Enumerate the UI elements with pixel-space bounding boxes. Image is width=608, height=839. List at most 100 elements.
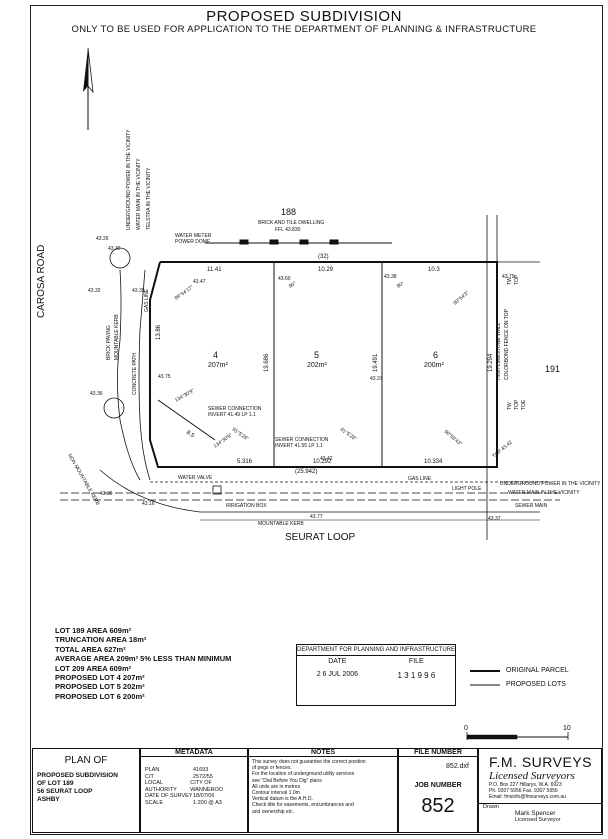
spot-height: 43.38 — [384, 274, 397, 280]
metadata-key: SCALE — [145, 799, 164, 806]
job-number-value: 852 — [421, 795, 455, 817]
notes-heading: NOTES — [249, 749, 397, 757]
titleblock-notes: NOTES This survey does not guarantee the… — [248, 748, 398, 833]
area-note-line: LOT 209 AREA 609m² — [55, 663, 132, 673]
legend-proposed-label: PROPOSED LOTS — [506, 681, 566, 688]
bearing-5: 134°30'9" — [174, 388, 196, 404]
carosa-road-lines — [103, 247, 151, 481]
top-label: TOP — [514, 274, 520, 285]
dim-side-3: 19.294 — [488, 353, 494, 372]
dim-top-3: 10.3 — [428, 267, 440, 273]
metadata-value: CITY OF WANNEROO — [190, 780, 224, 793]
area-note-line: TRUNCATION AREA 18m² — [55, 635, 147, 645]
tw-label: TW — [507, 277, 513, 285]
scale-start-label: 0 — [464, 725, 468, 732]
dim-diag: 8.5 — [185, 430, 196, 440]
drawing-subtitle: ONLY TO BE USED FOR APPLICATION TO THE D… — [71, 24, 537, 35]
metadata-heading: METADATA — [141, 749, 247, 757]
metadata-key: DATE OF SURVEY — [145, 793, 193, 799]
gas-line-south-label: GAS LINE — [408, 476, 432, 482]
dim-bottom-3: 10.334 — [424, 459, 443, 465]
spot-height: 43.47 — [193, 279, 206, 285]
bearing-4: 90°54'3" — [452, 290, 470, 307]
lot-north-note: BRICK AND TILE DWELLING — [258, 220, 324, 226]
area-note-line: LOT 189 AREA 609m² — [55, 626, 132, 635]
company-name: F.M. SURVEYS — [489, 754, 592, 770]
notes-line: see "Dial Before You Dig" plans — [252, 777, 322, 784]
sewer-connection-2b: INVERT 41.55 LP 1.1 — [275, 443, 323, 449]
dim-side-1: 19.686 — [264, 353, 270, 372]
dim-top-2: 10.29 — [318, 267, 334, 273]
road-west-label: CAROSA ROAD — [36, 245, 47, 318]
light-pole-label: LIGHT POLE — [452, 486, 482, 492]
lot-north-number: 188 — [281, 207, 296, 217]
underground-power-north-label: UNDERGROUND POWER IN THE VICINITY — [126, 129, 132, 230]
lot-4-area: 207m² — [208, 362, 229, 369]
water-main-east-label: WATER MAIN IN THE VICINITY — [508, 490, 580, 496]
spot-height: 43.79 — [502, 274, 515, 280]
approval-stamp: DEPARTMENT FOR PLANNING AND INFRASTRUCTU… — [296, 644, 456, 706]
north-arrow-icon — [83, 47, 94, 130]
plan-of-line: PROPOSED SUBDIVISION — [37, 772, 118, 779]
area-note-line: TOTAL AREA 627m² — [55, 644, 126, 654]
spot-height: 43.32 — [88, 288, 101, 294]
telstra-north-label: TELSTRA IN THE VICINITY — [146, 167, 152, 230]
spot-height: 43.16 — [142, 501, 155, 507]
irrigation-box-label: IRRIGATION BOX — [226, 503, 267, 509]
brick-paving-label: BRICK PAVING — [106, 325, 112, 360]
area-note-line: PROPOSED LOT 5 202m² — [55, 682, 145, 692]
scale-bar — [466, 732, 569, 740]
area-note-line: PROPOSED LOT 6 200m² — [55, 691, 145, 701]
mountable-kerb-label: MOUNTABLE KERB — [258, 521, 304, 527]
bearing-9: 90°59'43" — [443, 429, 463, 448]
plan-of-heading: PLAN OF — [64, 755, 108, 766]
spot-height: 43.35 — [132, 288, 145, 294]
titleblock-company: F.M. SURVEYS Licensed Surveyors P.O. Box… — [478, 748, 602, 833]
tw-label-b: TW — [507, 402, 513, 410]
job-number-heading: JOB NUMBER — [414, 782, 462, 789]
company-email: Email: fmsinfo@fmsurveys.com.au — [489, 794, 567, 800]
underground-power-east-label: UNDERGROUND POWER IN THE VICINITY — [500, 481, 601, 487]
colorbond-fence-label: COLORBOND FENCE ON TOP — [504, 308, 510, 380]
stamp-file-value: 1 3 1 9 9 6 — [397, 671, 436, 680]
spot-height: 43.36 — [108, 246, 121, 252]
legend-original-label: ORIGINAL PARCEL — [506, 667, 569, 674]
company-subtitle: Licensed Surveyors — [489, 770, 575, 782]
non-mountable-kerb-label: NON MOUNTABLE KERB — [66, 453, 101, 507]
file-number-value: 852.dxf — [446, 763, 469, 770]
area-note-line: PROPOSED LOT 4 207m² — [55, 673, 145, 683]
metadata-key: LOCAL AUTHORITY — [145, 780, 177, 793]
spot-height: 43.77 — [310, 514, 323, 520]
water-valve-label: WATER VALVE — [178, 475, 213, 481]
spot-heights: 43.26 43.36 43.32 43.35 43.47 43.60 43.3… — [88, 236, 515, 522]
water-meter-label: WATER METER — [175, 233, 212, 239]
notes-line: Vertical datum is the A.H.D. — [252, 796, 313, 803]
titleblock-plan-of: PLAN OF PROPOSED SUBDIVISION OF LOT 189 … — [32, 748, 140, 833]
notes-line: For the location of underground utility … — [252, 771, 355, 778]
lot-4-number: 4 — [213, 350, 218, 360]
metadata-value: 1:200 @ A3 — [193, 799, 222, 806]
metadata-key: PLAN — [145, 767, 160, 773]
spot-height: 43.37 — [488, 516, 501, 522]
mountable-kerb-west-label: MOUNTABLE KERB — [114, 314, 120, 360]
titleblock-file-number: FILE NUMBER 852.dxf JOB NUMBER 852 — [398, 748, 478, 833]
stamp-date-label: DATE — [328, 658, 347, 665]
notes-line: Check title for easements, encumbrances … — [252, 802, 354, 809]
drawing-title: PROPOSED SUBDIVISION — [206, 8, 402, 25]
bearing-7: 91°5'25" — [231, 427, 250, 443]
metadata-value: 2572/55 — [193, 773, 213, 780]
notes-line: and ownership etc. — [252, 808, 294, 815]
spot-height: 43.26 — [96, 236, 109, 242]
lot-6-number: 6 — [433, 350, 438, 360]
metadata-value: 18/07/06 — [193, 793, 215, 799]
dim-top-total: (32) — [318, 254, 329, 260]
dim-side-2: 19.491 — [373, 353, 379, 372]
top-4342-label: TOP 43.42 — [491, 439, 513, 459]
area-notes: LOT 189 AREA 609m² TRUNCATION AREA 18m² … — [55, 626, 231, 701]
toe-label: TOE — [521, 399, 527, 410]
scale-end-label: 10 — [563, 725, 571, 732]
bearing-3: 90° — [396, 281, 406, 290]
lot-north-ffl: FFL 43.830 — [275, 227, 301, 233]
